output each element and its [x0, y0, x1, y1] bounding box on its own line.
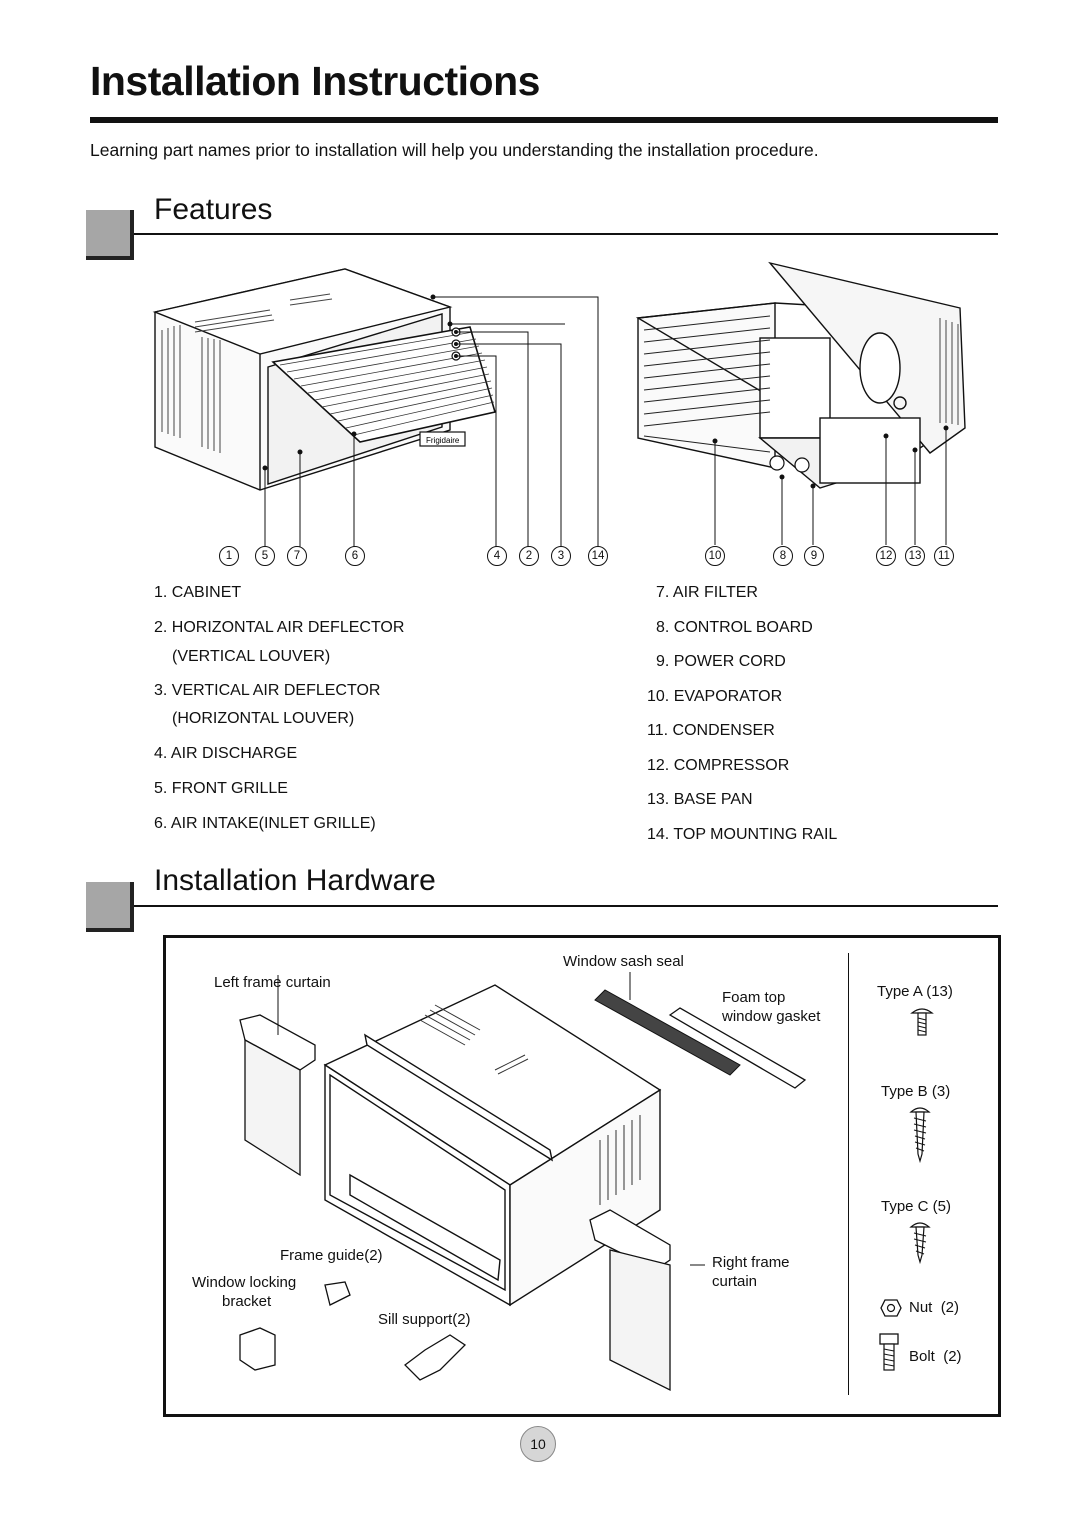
screw-type-b-icon — [909, 1107, 931, 1164]
part-item: 6. AIR INTAKE(INLET GRILLE) — [154, 815, 376, 832]
part-item: 11. CONDENSER — [647, 722, 775, 739]
bolt-label: Bolt (2) — [909, 1348, 962, 1365]
label-curtain: curtain — [712, 1273, 758, 1290]
label-left-frame-curtain: Left frame curtain — [214, 974, 331, 991]
part-item: 9. POWER CORD — [656, 653, 786, 670]
ac-chassis-illustration — [635, 261, 966, 545]
ac-front-view-illustration: Frigidaire — [152, 268, 599, 547]
screw-type-c-label: Type C (5) — [881, 1198, 952, 1215]
title-rule — [90, 117, 998, 123]
part-item: 12. COMPRESSOR — [647, 757, 790, 774]
hardware-title: Installation Hardware — [154, 864, 436, 897]
callout-8: 8 — [773, 546, 793, 566]
page-title: Installation Instructions — [90, 58, 540, 104]
part-item: 14. TOP MOUNTING RAIL — [647, 826, 838, 843]
callout-4: 4 — [487, 546, 507, 566]
label-bracket: bracket — [222, 1293, 272, 1310]
label-window-sash-seal: Window sash seal — [563, 953, 684, 970]
features-rule — [134, 233, 998, 235]
part-item: 13. BASE PAN — [647, 791, 753, 808]
part-item-sub: (VERTICAL LOUVER) — [172, 648, 331, 665]
callout-13: 13 — [905, 546, 925, 566]
hardware-section-marker — [86, 882, 134, 932]
part-item: 8. CONTROL BOARD — [656, 619, 813, 636]
callout-6: 6 — [345, 546, 365, 566]
part-item: 10. EVAPORATOR — [647, 688, 783, 705]
label-frame-guide: Frame guide(2) — [280, 1247, 383, 1264]
part-item: 4. AIR DISCHARGE — [154, 745, 298, 762]
label-window-locking: Window locking — [192, 1274, 297, 1291]
unit-badge: Frigidaire — [426, 436, 460, 445]
callout-3: 3 — [551, 546, 571, 566]
part-item: 2. HORIZONTAL AIR DEFLECTOR — [154, 619, 405, 636]
hardware-divider — [848, 953, 849, 1395]
part-item-sub: (HORIZONTAL LOUVER) — [172, 710, 355, 727]
callout-9: 9 — [804, 546, 824, 566]
hardware-kit-illustration — [239, 972, 807, 1392]
nut-label: Nut (2) — [909, 1299, 960, 1316]
callout-14: 14 — [588, 546, 608, 566]
callout-2: 2 — [519, 546, 539, 566]
part-item: 7. AIR FILTER — [656, 584, 758, 601]
label-right-frame: Right frame — [712, 1254, 790, 1271]
hardware-rule — [134, 905, 998, 907]
callout-1: 1 — [219, 546, 239, 566]
label-window-gasket: window gasket — [722, 1008, 821, 1025]
callout-7: 7 — [287, 546, 307, 566]
screw-type-b-label: Type B (3) — [881, 1083, 951, 1100]
nut-icon — [880, 1299, 902, 1317]
bolt-icon — [879, 1333, 899, 1371]
features-section-marker — [86, 210, 134, 260]
callout-12: 12 — [876, 546, 896, 566]
page-number: 10 — [520, 1426, 556, 1462]
part-item: 3. VERTICAL AIR DEFLECTOR — [154, 682, 381, 699]
label-foam-top: Foam top — [722, 989, 786, 1006]
part-item: 5. FRONT GRILLE — [154, 780, 288, 797]
part-item: 1. CABINET — [154, 584, 242, 601]
callout-5: 5 — [255, 546, 275, 566]
callout-10: 10 — [705, 546, 725, 566]
label-sill-support: Sill support(2) — [378, 1311, 471, 1328]
screw-type-a-icon — [910, 1008, 934, 1036]
features-title: Features — [154, 193, 273, 226]
hardware-panel — [163, 935, 1001, 1417]
callout-11: 11 — [934, 546, 954, 566]
screw-type-a-label: Type A (13) — [877, 983, 953, 1000]
screw-type-c-icon — [909, 1222, 931, 1265]
intro-text: Learning part names prior to installatio… — [90, 140, 819, 160]
